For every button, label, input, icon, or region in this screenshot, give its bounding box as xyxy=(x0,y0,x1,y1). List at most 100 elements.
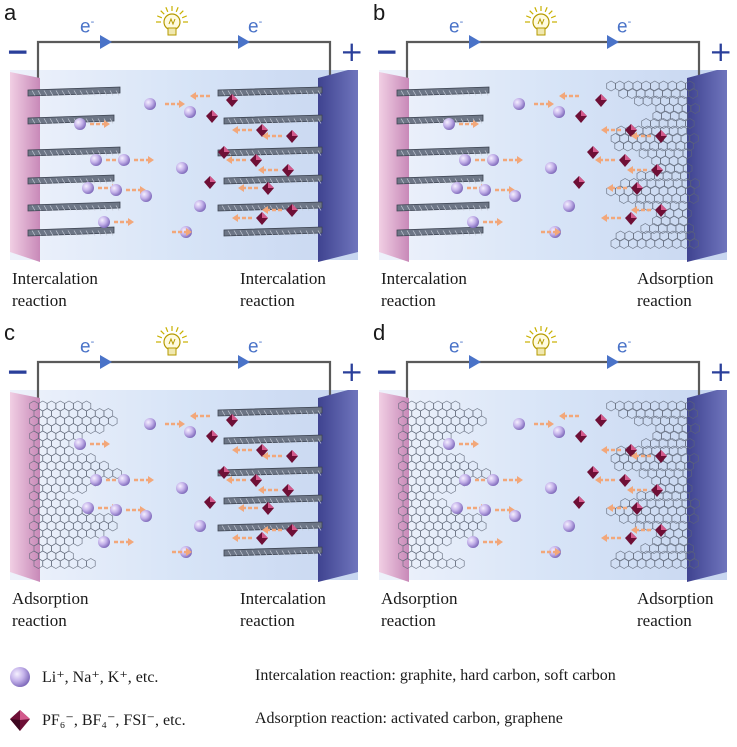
panel-letter: b xyxy=(373,0,386,25)
cation-sphere xyxy=(467,216,479,228)
cation-sphere xyxy=(90,474,102,486)
electron-label: e- xyxy=(449,16,464,38)
light-bulb-icon xyxy=(525,6,557,36)
legend-anion-species: PF₆⁻, BF₄⁻, FSI⁻, etc. xyxy=(42,712,186,729)
negative-terminal-sign: − xyxy=(375,35,399,68)
electron-label: e- xyxy=(248,336,263,358)
anion-diamond xyxy=(587,466,599,479)
cation-sphere xyxy=(176,162,188,174)
graphite-layer xyxy=(396,114,484,125)
anion-diamond xyxy=(625,444,637,457)
arrow-left xyxy=(631,452,651,460)
positive-terminal-sign: + xyxy=(709,355,733,388)
external-circuit-wire xyxy=(36,360,332,398)
arrow-right xyxy=(134,476,154,484)
arrow-left xyxy=(262,526,282,534)
arrow-left xyxy=(258,486,278,494)
cation-sphere xyxy=(118,154,130,166)
cation-sphere xyxy=(513,98,525,110)
arrow-left xyxy=(627,486,647,494)
arrow-left xyxy=(232,446,252,454)
negative-terminal-sign: − xyxy=(375,355,399,388)
arrow-right xyxy=(126,186,146,194)
graphite-layer xyxy=(223,434,323,445)
positive-electrode xyxy=(318,390,358,582)
arrow-right xyxy=(541,228,561,236)
arrow-left xyxy=(238,504,258,512)
arrow-right xyxy=(165,420,185,428)
cation-sphere xyxy=(90,154,102,166)
positive-electrode xyxy=(687,70,727,262)
arrow-left xyxy=(262,132,282,140)
arrow-left xyxy=(226,476,246,484)
cation-sphere xyxy=(459,474,471,486)
graphite-layer xyxy=(27,174,115,185)
arrow-left xyxy=(559,92,579,100)
cation-sphere xyxy=(509,190,521,202)
electron-flow-arrow xyxy=(607,355,619,369)
anion-diamond xyxy=(206,430,218,443)
anion-diamond xyxy=(226,414,238,427)
panel-letter: a xyxy=(4,0,17,25)
arrow-right xyxy=(172,548,192,556)
external-circuit-wire xyxy=(405,40,701,78)
arrow-right xyxy=(534,420,554,428)
cation-sphere xyxy=(140,510,152,522)
light-bulb-icon xyxy=(525,326,557,356)
cation-sphere xyxy=(545,482,557,494)
cation-sphere xyxy=(74,118,86,130)
cation-sphere xyxy=(553,106,565,118)
anion-diamond xyxy=(286,204,298,217)
arrow-right xyxy=(503,476,523,484)
arrow-left xyxy=(232,126,252,134)
arrow-right xyxy=(483,538,503,546)
light-bulb-icon xyxy=(156,6,188,36)
anion-diamond xyxy=(651,164,663,177)
graphite-layer xyxy=(223,226,323,237)
anion-diamond xyxy=(204,496,216,509)
arrow-left xyxy=(607,184,627,192)
graphite-layer xyxy=(396,201,490,212)
anion-diamond xyxy=(286,450,298,463)
anion-diamond xyxy=(256,124,268,137)
cation-sphere xyxy=(563,200,575,212)
arrow-left xyxy=(601,214,621,222)
anion-diamond xyxy=(631,182,643,195)
cation-sphere xyxy=(110,184,122,196)
arrow-right xyxy=(483,218,503,226)
external-circuit-wire xyxy=(36,40,332,78)
arrow-left xyxy=(232,214,252,222)
electron-label: e- xyxy=(80,16,95,38)
arrow-left xyxy=(627,166,647,174)
arrow-right xyxy=(114,218,134,226)
cation-sphere xyxy=(467,536,479,548)
activated-carbon-mesh xyxy=(29,400,122,569)
anion-diamond xyxy=(655,130,667,143)
arrow-left xyxy=(631,526,651,534)
arrow-right xyxy=(90,120,110,128)
graphite-layer xyxy=(396,226,484,237)
cation-sphere xyxy=(553,426,565,438)
anion-diamond xyxy=(575,430,587,443)
arrow-right xyxy=(90,440,110,448)
activated-carbon-mesh xyxy=(606,400,700,569)
anion-diamond xyxy=(204,176,216,189)
positive-terminal-sign: + xyxy=(340,355,364,388)
anion-diamond xyxy=(282,164,294,177)
positive-electrode xyxy=(687,390,727,582)
anion-diamond xyxy=(226,94,238,107)
arrow-left xyxy=(190,92,210,100)
anion-diamond xyxy=(573,176,585,189)
anion-diamond xyxy=(282,484,294,497)
graphite-layer xyxy=(217,146,323,157)
anion-diamond xyxy=(575,110,587,123)
graphite-layer xyxy=(223,494,323,505)
graphite-layer xyxy=(217,406,323,417)
cation-sphere xyxy=(74,438,86,450)
arrow-right xyxy=(126,506,146,514)
